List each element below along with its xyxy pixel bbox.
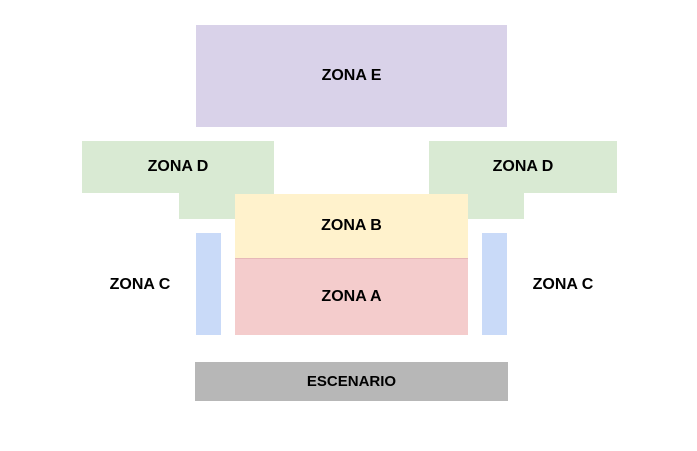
zona-e-label: ZONA E bbox=[321, 67, 382, 84]
zona-d-left-block bbox=[82, 141, 274, 193]
zona-d-left-label: ZONA D bbox=[147, 158, 209, 175]
zona-d-right-block bbox=[429, 141, 617, 193]
zona-e-block bbox=[196, 25, 507, 127]
stage-label: ESCENARIO bbox=[306, 373, 397, 390]
stage-block bbox=[195, 362, 508, 401]
zona-b-block bbox=[235, 194, 468, 258]
zona-d-right-label: ZONA D bbox=[492, 158, 554, 175]
zona-b-label: ZONA B bbox=[321, 217, 382, 234]
zona-c-right-label: ZONA C bbox=[532, 276, 594, 293]
zona-a-label: ZONA A bbox=[321, 287, 382, 305]
zona-c-left-label: ZONA C bbox=[109, 276, 171, 293]
zona-c-right-strip bbox=[482, 233, 507, 335]
zona-c-left-strip bbox=[196, 233, 221, 335]
zona-a-block bbox=[235, 258, 468, 335]
